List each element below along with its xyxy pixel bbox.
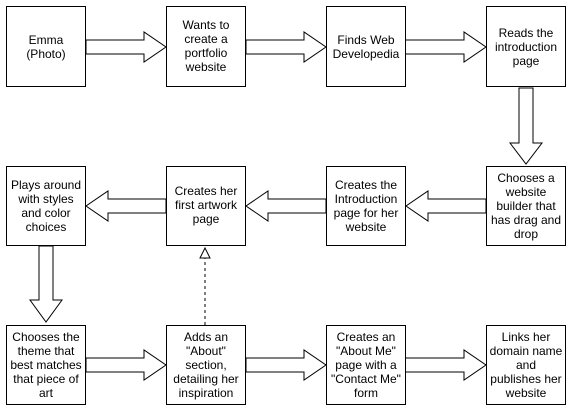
node-artwork-label: Creates her first artwork page [174, 184, 238, 226]
node-finds-label: Finds Web Developedia [332, 33, 400, 61]
node-about-label: Adds an "About" section, detailing her i… [173, 330, 239, 400]
node-aboutme: Creates an "About Me" page with a "Conta… [326, 325, 406, 405]
node-reads: Reads the introduction page [486, 6, 566, 87]
node-publish-label: Links her domain name and publishes her … [489, 330, 563, 400]
arrow-aboutme-to-publish [404, 349, 487, 381]
arrow-finds-to-reads [404, 31, 487, 63]
arrow-builder-to-intro [405, 190, 487, 222]
arrow-about-to-aboutme [245, 349, 327, 381]
node-emma-label: Emma (Photo) [26, 33, 66, 61]
node-wants: Wants to create a portfolio website [166, 6, 246, 87]
arrow-theme-to-about [85, 349, 167, 381]
node-intro: Creates the Introduction page for her we… [326, 166, 406, 246]
node-theme-label: Chooses the theme that best matches that… [10, 330, 82, 400]
node-about: Adds an "About" section, detailing her i… [166, 325, 246, 405]
arrow-about-to-artwork-head [199, 246, 211, 259]
node-plays-label: Plays around with styles and color choic… [10, 178, 82, 234]
node-plays: Plays around with styles and color choic… [6, 166, 86, 246]
arrow-intro-to-artwork [245, 190, 327, 222]
node-builder-label: Chooses a website builder that has drag … [490, 171, 562, 241]
arrow-emma-to-wants [85, 31, 167, 63]
node-emma: Emma (Photo) [6, 6, 86, 87]
node-reads-label: Reads the introduction page [494, 26, 558, 68]
node-publish: Links her domain name and publishes her … [486, 325, 566, 405]
arrow-wants-to-finds [245, 31, 327, 63]
arrow-plays-to-theme [29, 245, 63, 323]
arrow-artwork-to-plays [85, 190, 167, 222]
node-aboutme-label: Creates an "About Me" page with a "Conta… [331, 330, 401, 400]
node-wants-label: Wants to create a portfolio website [182, 18, 230, 74]
arrow-reads-to-builder [508, 87, 544, 165]
node-intro-label: Creates the Introduction page for her we… [333, 178, 399, 234]
node-builder: Chooses a website builder that has drag … [486, 166, 566, 246]
node-theme: Chooses the theme that best matches that… [6, 325, 86, 405]
node-artwork: Creates her first artwork page [166, 166, 246, 246]
node-finds: Finds Web Developedia [326, 6, 406, 87]
